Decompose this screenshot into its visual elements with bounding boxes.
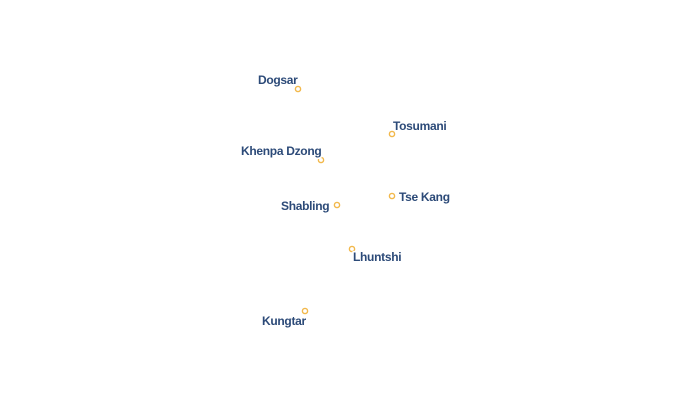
place-label: Dogsar	[258, 73, 298, 87]
place-label: Shabling	[281, 199, 329, 213]
place-marker-icon[interactable]	[333, 201, 341, 209]
place-marker-icon[interactable]	[388, 192, 396, 200]
place-shabling[interactable]: Shabling	[279, 197, 341, 215]
place-khenpa-dzong[interactable]: Khenpa Dzong	[239, 142, 325, 164]
place-label: Kungtar	[262, 314, 307, 328]
place-label: Tse Kang	[399, 190, 450, 204]
place-marker-icon[interactable]	[388, 130, 396, 138]
place-tse-kang[interactable]: Tse Kang	[388, 188, 452, 206]
place-marker-icon[interactable]	[348, 245, 356, 253]
place-label: Khenpa Dzong	[241, 144, 321, 158]
place-marker-icon[interactable]	[294, 85, 302, 93]
place-label: Lhuntshi	[353, 250, 401, 264]
place-lhuntshi[interactable]: Lhuntshi	[348, 245, 403, 266]
place-marker-icon[interactable]	[317, 156, 325, 164]
place-kungtar[interactable]: Kungtar	[260, 307, 309, 330]
place-tosumani[interactable]: Tosumani	[388, 117, 448, 138]
place-label: Tosumani	[393, 119, 446, 133]
place-dogsar[interactable]: Dogsar	[256, 71, 302, 93]
place-marker-icon[interactable]	[301, 307, 309, 315]
